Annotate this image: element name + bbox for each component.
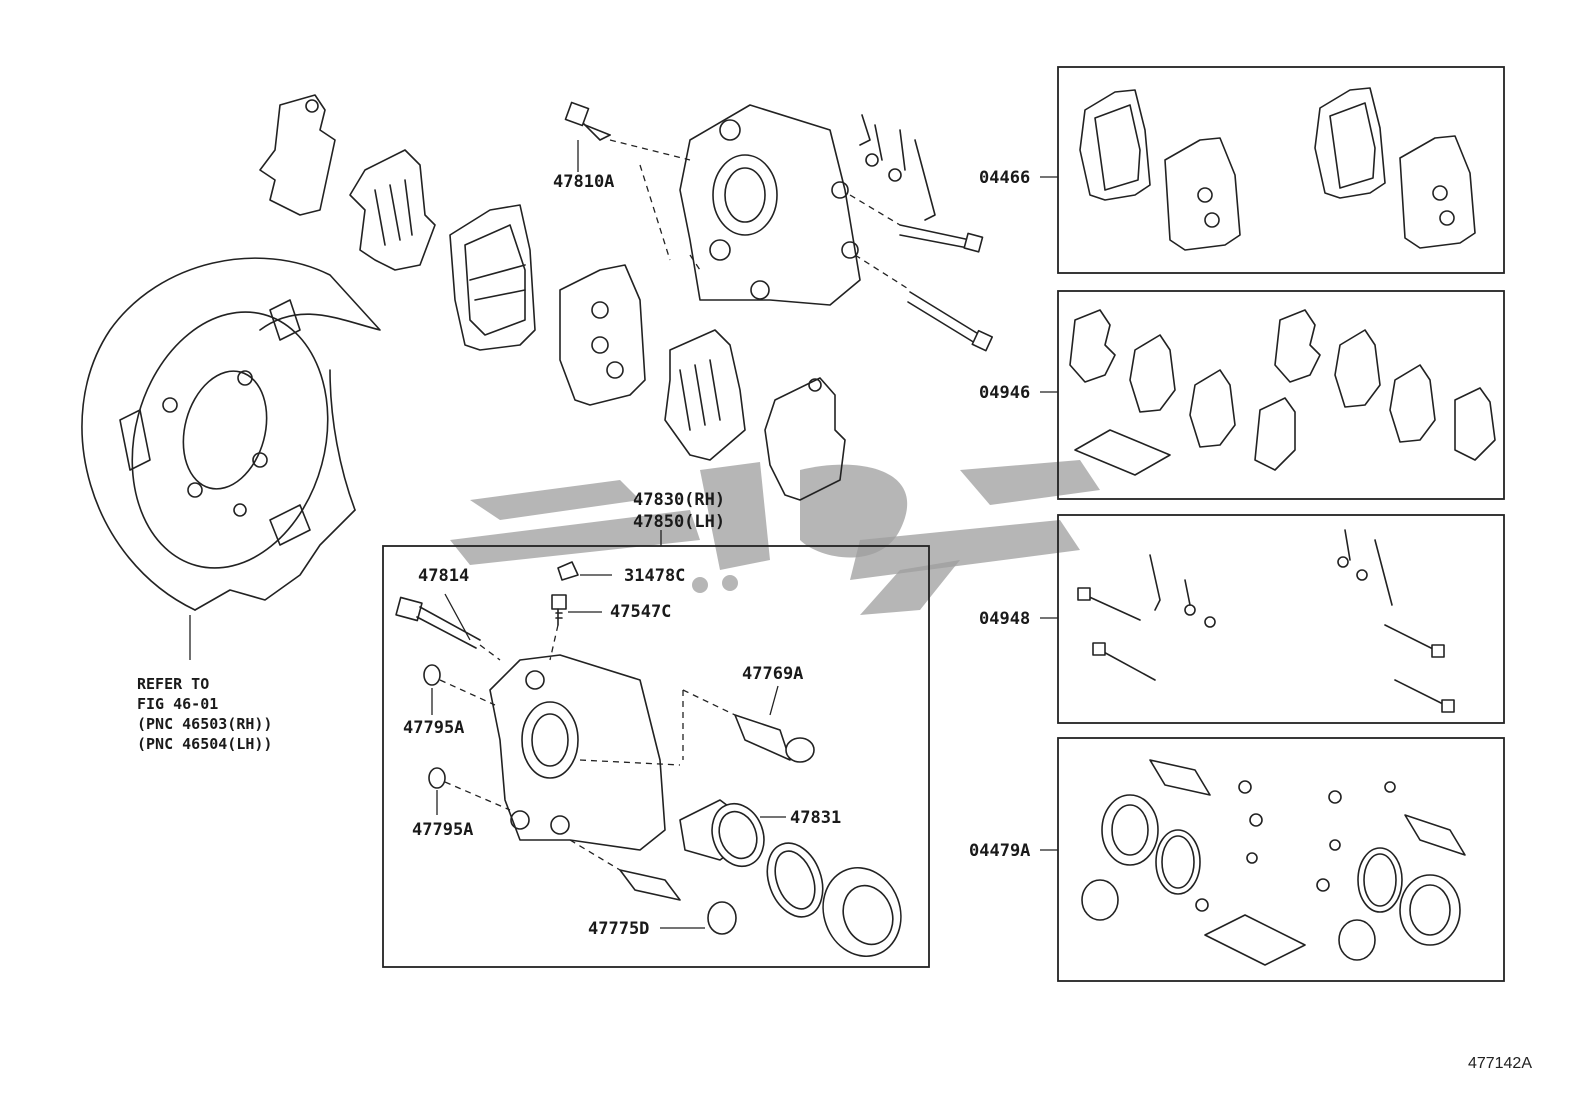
boot (822, 866, 902, 958)
brake-pad-top-1 (449, 204, 536, 351)
label-47769A: 47769A (742, 664, 804, 684)
label-31478C: 31478C (624, 566, 686, 586)
kit-box-04946 (1057, 290, 1505, 500)
label-47795A-upper: 47795A (403, 718, 465, 738)
reference-note-line3: (PNC 46503(RH)) (137, 715, 273, 733)
label-47831: 47831 (790, 808, 842, 828)
reference-note: REFER TO FIG 46-01 (PNC 46503(RH)) (PNC … (137, 674, 272, 754)
kit-pads-04466 (1079, 87, 1476, 251)
caliper-bottom (489, 654, 666, 851)
reference-note-line1: REFER TO (137, 675, 210, 693)
guide-pins-top (899, 224, 994, 352)
label-47850: 47850(LH) (633, 512, 726, 532)
shim-top-left (259, 94, 336, 216)
shim-mid-right (764, 377, 846, 501)
shim-plate-mid (664, 329, 746, 461)
kit-box-04948 (1057, 514, 1505, 724)
brake-pad-top-2 (559, 264, 646, 406)
label-47814: 47814 (418, 566, 470, 586)
label-04479A: 04479A (969, 841, 1031, 861)
watermark-logo (450, 460, 1100, 615)
label-47547C: 47547C (610, 602, 672, 622)
label-47810A: 47810A (553, 172, 615, 192)
bolt-47814 (395, 596, 501, 661)
piston-47831 (679, 799, 765, 868)
label-47775D: 47775D (588, 919, 650, 939)
dust-shield (81, 257, 381, 611)
diagram-code: 477142A (1467, 1055, 1532, 1072)
pin-47775D (569, 839, 737, 935)
label-47830: 47830(RH) (633, 490, 726, 510)
caliper-assembly-box (382, 545, 930, 968)
label-04466: 04466 (979, 168, 1031, 188)
kit-box-04466 (1057, 66, 1505, 274)
shim-plate-top (349, 149, 436, 271)
label-47795A-lower: 47795A (412, 820, 474, 840)
kit-shims-04946 (1069, 309, 1496, 476)
bleeder-31478C (557, 561, 579, 581)
pin-47769A (579, 689, 815, 766)
kit-pins-04948 (1077, 529, 1455, 713)
label-04948: 04948 (979, 609, 1031, 629)
bleeder-47547C (549, 594, 567, 661)
reference-note-line4: (PNC 46504(LH)) (137, 735, 273, 753)
clips-top (859, 114, 936, 221)
washers (423, 664, 511, 811)
caliper-top (564, 101, 861, 306)
label-04946: 04946 (979, 383, 1031, 403)
kit-box-04479A (1057, 737, 1505, 982)
kit-seals-04479A (1081, 759, 1466, 966)
reference-note-line2: FIG 46-01 (137, 695, 219, 713)
seal-ring (766, 842, 824, 918)
